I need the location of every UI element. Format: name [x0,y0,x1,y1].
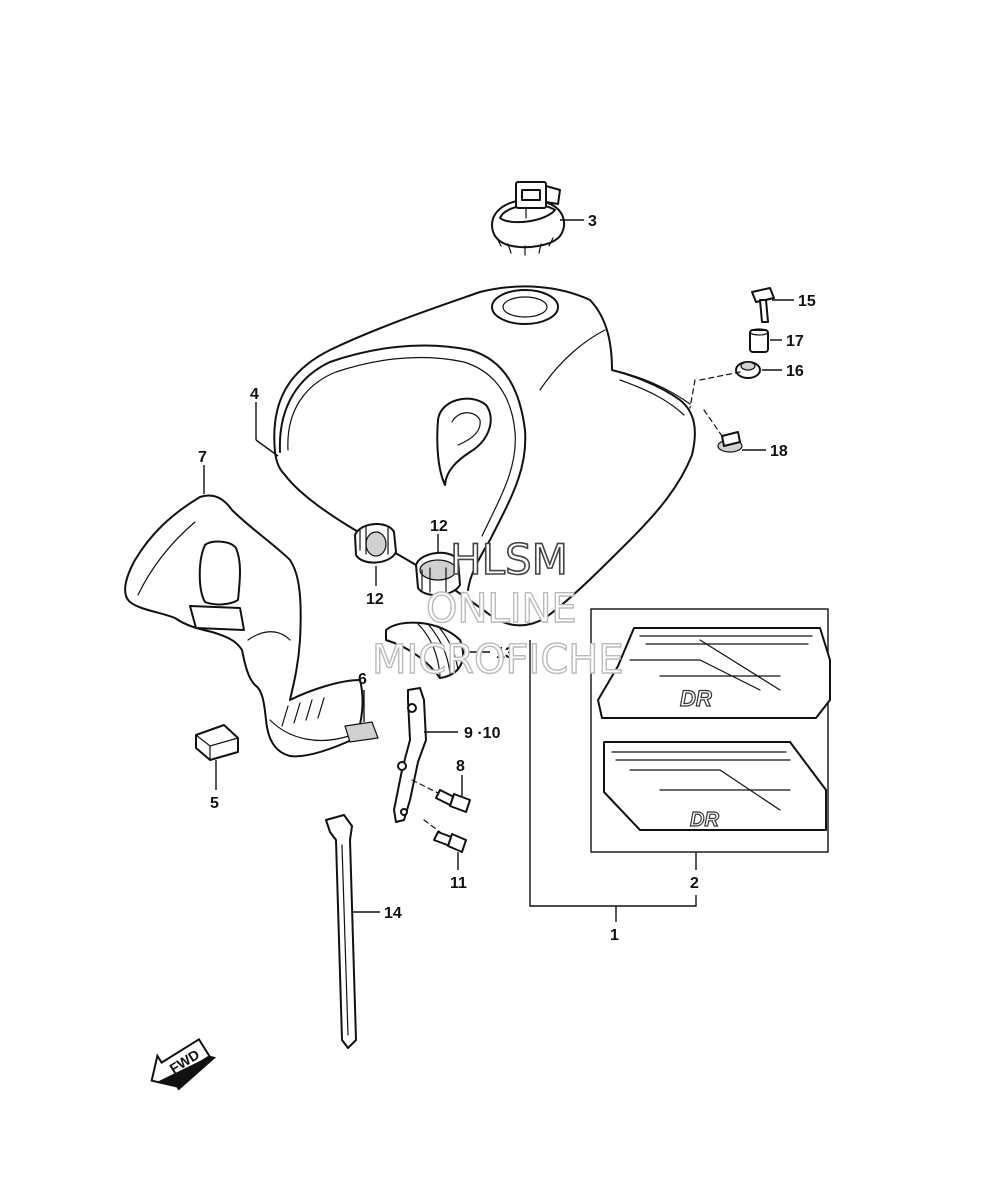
callout-14: 14 [384,905,402,922]
callout-16: 16 [786,363,804,380]
fuel-cap [491,181,566,256]
mount-18 [717,431,743,453]
callout-5: 5 [210,795,219,812]
callout-3: 3 [588,213,597,230]
decal-text-top: DR [680,686,712,711]
callout-6: 6 [358,671,367,688]
bolt-11 [423,819,467,853]
watermark: HLSM ONLINE MICROFICHE [371,534,624,684]
bolt-15 [751,287,775,323]
callout-12-left: 12 [366,591,384,608]
rubber-pad-5 [195,724,239,761]
callout-11: 11 [450,875,467,892]
callout-7: 7 [198,449,207,466]
bolt-8 [411,779,471,813]
callout-12-right: 12 [430,518,448,535]
forward-arrow-icon: FWD [150,1037,217,1091]
callout-4: 4 [250,386,259,403]
cushion-12-right [415,551,461,597]
callout-2: 2 [690,875,699,892]
grommet-16 [735,361,761,379]
cable-tie-14 [325,814,357,1049]
callout-15: 15 [798,293,816,310]
side-cover [124,494,364,758]
callout-13: 13 [496,645,514,662]
bracket-9-10 [393,687,427,823]
cushion-12-left [354,523,397,564]
collar-17 [749,328,769,353]
watermark-line3: MICROFICHE [372,637,624,683]
callout-9-10: 9 ·10 [464,725,501,742]
hose-grommet [385,621,465,679]
decal-set: DR DR [590,608,831,853]
watermark-line1: HLSM [450,535,568,584]
pad-6 [344,721,379,743]
callout-1: 1 [610,927,619,944]
callout-18: 18 [770,443,788,460]
callout-8: 8 [456,758,465,775]
watermark-line2: ONLINE [426,586,577,632]
decal-text-bottom: DR [690,809,719,831]
callout-17: 17 [786,333,804,350]
